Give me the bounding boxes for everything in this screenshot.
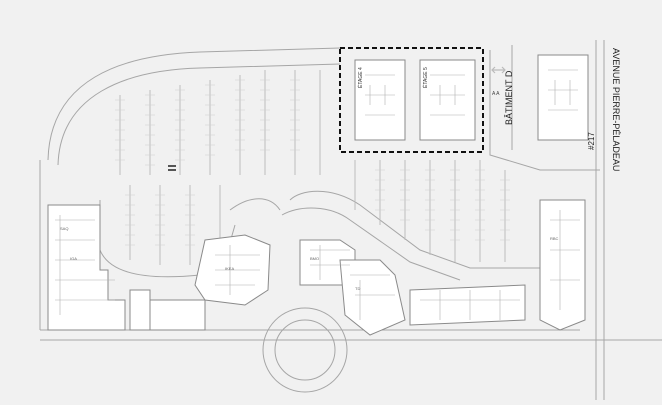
tenant-label: BMO [310, 256, 319, 261]
double-arrow-icon [491, 66, 506, 74]
parking-stalls [115, 79, 510, 246]
highlight-frame [339, 47, 484, 153]
parking-marker-icon [168, 165, 176, 171]
buildings [47, 54, 589, 336]
building-label: BÂTIMENT D [504, 70, 514, 125]
floor-label-5: ÉTAGE 5 [422, 67, 429, 88]
road-lines [39, 40, 662, 400]
building-details [55, 69, 580, 320]
floor-label-4: ÉTAGE 4 [357, 67, 364, 88]
entrance-marks: A A [492, 91, 500, 97]
tenant-label: IKEA [225, 266, 234, 271]
street-name: AVENUE PIERRE-PÉLADEAU [611, 48, 621, 171]
civic-number: #217 [587, 132, 596, 150]
tenant-label: SAQ [60, 226, 68, 231]
tenant-label: TD [355, 286, 360, 291]
tenant-label: RBC [550, 236, 559, 241]
tenant-label: IGA [70, 256, 77, 261]
